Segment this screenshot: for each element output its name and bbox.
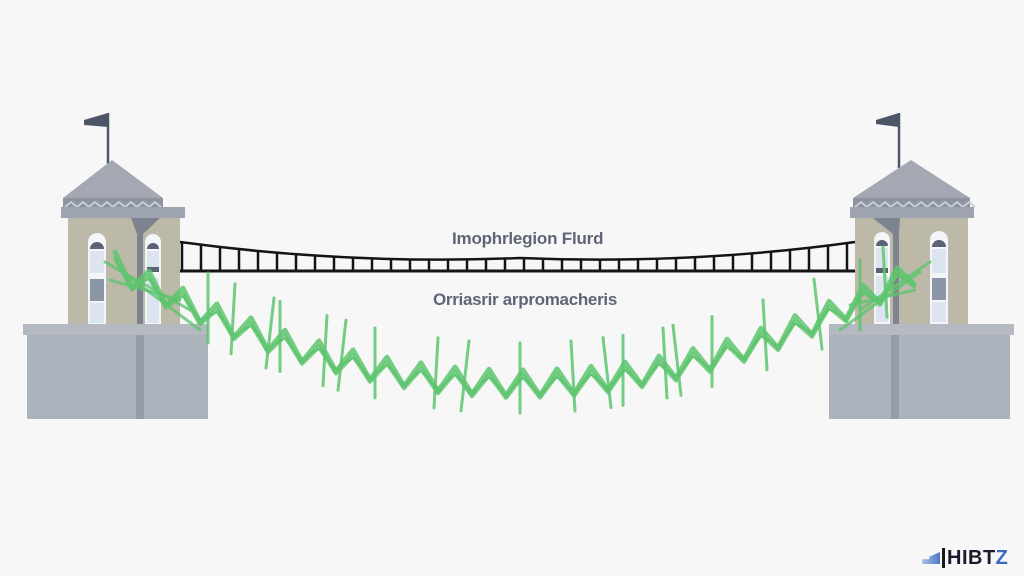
right-column: [873, 218, 900, 326]
left-roof: [63, 160, 163, 198]
watermark-logo: HIBT Z: [922, 546, 1008, 570]
lower-label: Orriasrir arpromacheris: [433, 290, 617, 309]
bridge-posts: [180, 242, 849, 271]
vine-tangle: [118, 268, 202, 332]
vine-tangle: [858, 260, 932, 312]
left-roof-trim: [63, 198, 163, 207]
left-cornice: [61, 207, 185, 218]
vine-spike: [761, 298, 769, 372]
right-base: [829, 335, 1010, 419]
left-base-ledge: [23, 324, 208, 335]
bridge-top-chord: [179, 240, 856, 261]
left-tower: [23, 113, 208, 419]
vine-spike: [671, 323, 683, 397]
right-roof-trim: [853, 198, 970, 207]
vine-spike: [336, 318, 348, 392]
green-vine-structure: [103, 245, 932, 415]
right-flag-icon: [876, 113, 899, 127]
vine-spike: [321, 314, 329, 388]
left-base: [27, 335, 208, 419]
vine-spike: [459, 339, 471, 413]
right-tower-wall: [855, 218, 968, 326]
left-window-1: [88, 233, 106, 325]
vine-spike: [881, 245, 889, 319]
vine-strand: [113, 256, 916, 400]
upper-label: Imophrlegion Flurd: [452, 229, 604, 248]
vine-spike: [264, 296, 276, 370]
logo-bar-icon: [942, 548, 945, 568]
vine-tangle: [848, 288, 917, 307]
vine-spike: [229, 282, 237, 356]
logo-text: HIBT: [947, 546, 996, 569]
left-base-seam: [136, 335, 144, 419]
vine-tangle: [108, 278, 182, 302]
vine-spike: [569, 339, 577, 413]
truss-bridge: [179, 240, 856, 273]
vine-spike: [432, 336, 440, 410]
vine-tangle: [838, 270, 922, 332]
right-base-seam: [891, 335, 899, 419]
vine-strand: [114, 259, 915, 395]
logo-suffix: Z: [995, 546, 1008, 569]
right-window-2: [930, 231, 948, 324]
vine-spike: [661, 326, 669, 400]
vine-spike: [601, 336, 613, 410]
vine-spike: [812, 277, 824, 351]
left-flag-icon: [84, 113, 108, 127]
right-tower: [829, 113, 1014, 419]
right-roof: [853, 160, 970, 198]
logo-mark-icon: [922, 552, 940, 564]
right-base-ledge: [829, 324, 1014, 335]
left-column: [131, 218, 160, 326]
right-cornice: [850, 207, 974, 218]
